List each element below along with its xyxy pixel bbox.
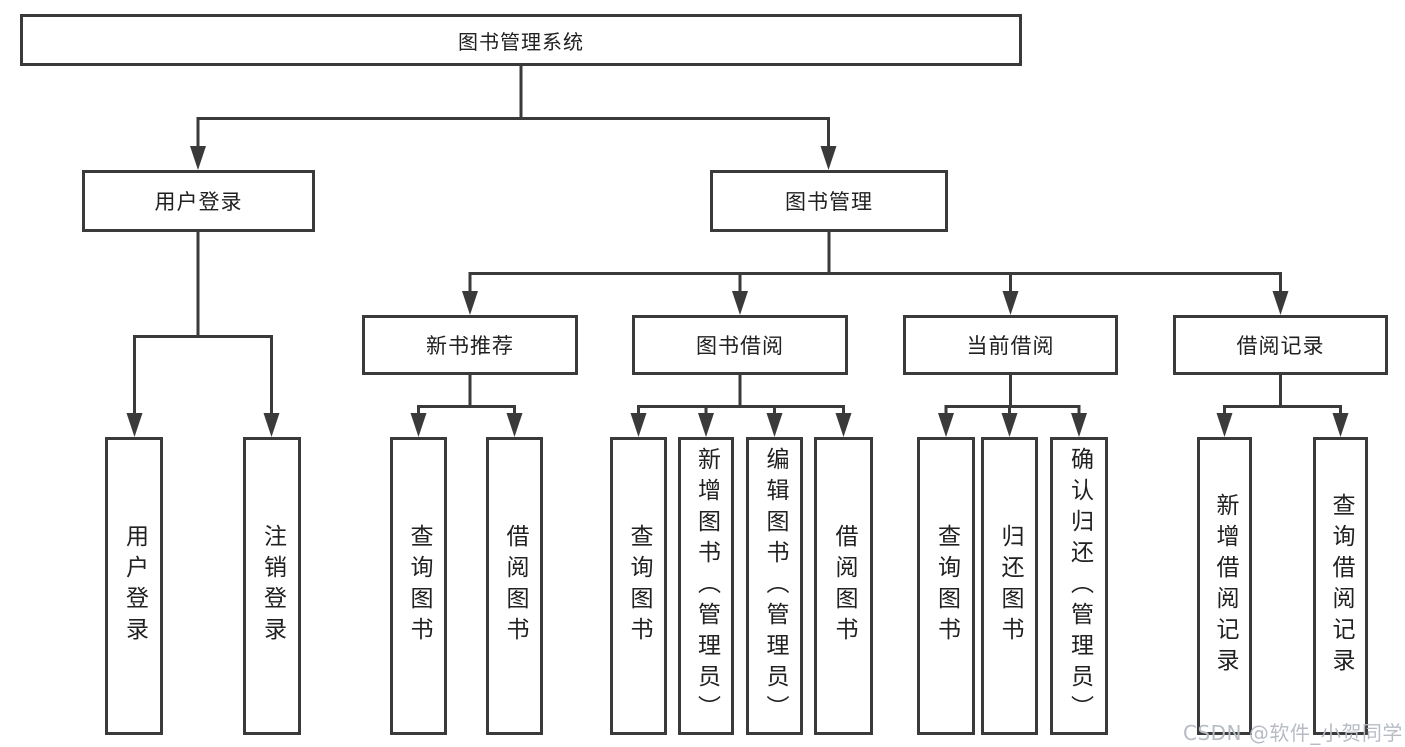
node-root: 图书管理系统	[20, 14, 1022, 66]
leaf-return-books-label: 归还图书	[997, 524, 1023, 648]
leaf-add-borrow-record-label: 新增借阅记录	[1212, 493, 1238, 679]
node-current-borrow-label: 当前借阅	[966, 334, 1055, 358]
leaf-logout-label: 注销登录	[259, 524, 286, 648]
leaf-user-login: 用户登录	[105, 437, 163, 735]
node-user-login-label: 用户登录	[154, 190, 243, 214]
leaf-query-borrow-record-label: 查询借阅记录	[1328, 493, 1354, 679]
leaf-return-books: 归还图书	[981, 437, 1038, 735]
leaf-edit-books-admin: 编辑图书（管理员）	[746, 437, 803, 735]
node-user-login: 用户登录	[82, 170, 315, 232]
node-book-borrow: 图书借阅	[632, 315, 848, 375]
leaf-borrow-query-books: 查询图书	[610, 437, 667, 735]
leaf-query-borrow-record: 查询借阅记录	[1313, 437, 1368, 735]
leaf-newbook-query-books-label: 查询图书	[406, 524, 432, 648]
leaf-edit-books-admin-label: 编辑图书（管理员）	[762, 446, 788, 726]
node-borrow-records: 借阅记录	[1173, 315, 1388, 375]
node-current-borrow: 当前借阅	[903, 315, 1118, 375]
leaf-confirm-return-admin: 确认归还（管理员）	[1050, 437, 1108, 735]
leaf-newbook-borrow-books: 借阅图书	[486, 437, 543, 735]
leaf-newbook-query-books: 查询图书	[390, 437, 447, 735]
leaf-borrow-books-label: 借阅图书	[831, 524, 857, 648]
node-new-book-recommend: 新书推荐	[362, 315, 578, 375]
leaf-current-query-books-label: 查询图书	[933, 524, 960, 648]
leaf-borrow-books: 借阅图书	[814, 437, 873, 735]
node-root-label: 图书管理系统	[458, 29, 584, 54]
node-book-management: 图书管理	[710, 170, 948, 232]
leaf-confirm-return-admin-label: 确认归还（管理员）	[1066, 446, 1093, 726]
leaf-current-query-books: 查询图书	[917, 437, 975, 735]
node-book-borrow-label: 图书借阅	[696, 334, 784, 358]
leaf-add-books-admin-label: 新增图书（管理员）	[693, 446, 720, 726]
leaf-add-borrow-record: 新增借阅记录	[1197, 437, 1252, 735]
leaf-logout: 注销登录	[243, 437, 301, 735]
watermark: CSDN @软件_小贺同学	[1183, 721, 1403, 745]
leaf-add-books-admin: 新增图书（管理员）	[678, 437, 734, 735]
node-borrow-records-label: 借阅记录	[1236, 334, 1325, 358]
node-new-book-recommend-label: 新书推荐	[426, 334, 514, 358]
node-book-management-label: 图书管理	[785, 190, 873, 214]
leaf-user-login-label: 用户登录	[121, 524, 148, 648]
leaf-borrow-query-books-label: 查询图书	[626, 524, 652, 648]
leaf-newbook-borrow-books-label: 借阅图书	[502, 524, 528, 648]
